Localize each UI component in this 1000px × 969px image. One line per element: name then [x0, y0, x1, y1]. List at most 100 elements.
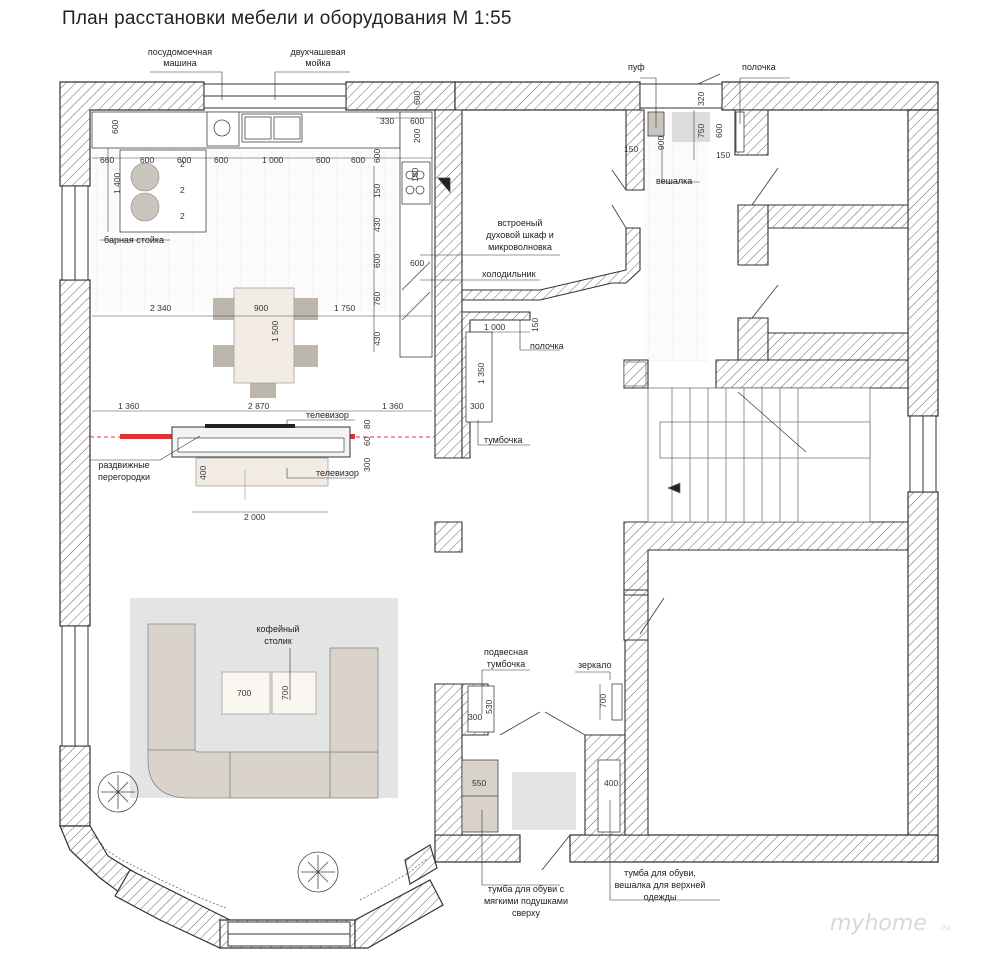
svg-text:1 360: 1 360: [382, 401, 404, 411]
label-shoe-hanger-1: тумба для обуви,: [624, 868, 696, 878]
svg-text:600: 600: [140, 155, 154, 165]
label-tv-2: телевизор: [316, 468, 359, 478]
label-mirror: зеркало: [578, 660, 612, 670]
svg-text:700: 700: [598, 694, 608, 708]
label-fridge: холодильник: [482, 269, 536, 279]
dimension-lines: [92, 110, 695, 720]
hall-tiles: [644, 112, 708, 362]
svg-text:760: 760: [372, 292, 382, 306]
hall-rug: [512, 772, 576, 830]
labels: посудомоечная машина двухчашевая мойка п…: [98, 47, 776, 918]
socket-mark: 2: [180, 159, 185, 169]
label-tv-1: телевизор: [306, 410, 349, 420]
label-oven-2: духовой шкаф и: [486, 230, 554, 240]
dimensions: 600 660 600 600 600 1 000 600 600 600 1 …: [100, 91, 730, 788]
svg-text:600: 600: [110, 120, 120, 134]
svg-text:600: 600: [372, 254, 382, 268]
svg-text:.ru: .ru: [938, 923, 950, 933]
svg-text:1 400: 1 400: [112, 172, 122, 194]
curtain: [359, 857, 429, 901]
svg-text:530: 530: [484, 700, 494, 714]
svg-text:1 360: 1 360: [118, 401, 140, 411]
label-sink-2: мойка: [305, 58, 330, 68]
label-partitions-1: раздвижные: [98, 460, 149, 470]
plant-icon: [97, 771, 139, 813]
coffee-table-2: [271, 671, 317, 715]
label-shoe-cushion-3: сверху: [512, 908, 541, 918]
label-shoe-hanger-2: вешалка для верхней: [615, 880, 706, 890]
label-dishwasher-2: машина: [163, 58, 196, 68]
svg-text:600: 600: [316, 155, 330, 165]
svg-text:400: 400: [604, 778, 618, 788]
svg-text:900: 900: [656, 136, 666, 150]
svg-text:1 750: 1 750: [334, 303, 356, 313]
label-shelf-mid: полочка: [530, 341, 564, 351]
label-dishwasher-1: посудомоечная: [148, 47, 212, 57]
svg-text:150: 150: [624, 144, 638, 154]
svg-text:600: 600: [214, 155, 228, 165]
svg-text:400: 400: [198, 466, 208, 480]
label-bar-counter: барная стойка: [104, 235, 164, 245]
doors: [499, 73, 779, 871]
leader-lines: [90, 71, 790, 901]
bar-stool: [130, 192, 160, 222]
label-cabinet: тумбочка: [484, 435, 523, 445]
svg-text:300: 300: [470, 401, 484, 411]
bar-counter: [119, 149, 207, 233]
svg-text:600: 600: [410, 116, 424, 126]
watermark-logo: myhome .ru: [830, 911, 950, 936]
svg-text:1 350: 1 350: [476, 362, 486, 384]
svg-text:150: 150: [530, 318, 540, 332]
curtain: [91, 834, 227, 909]
svg-text:1 000: 1 000: [484, 322, 506, 332]
svg-text:600: 600: [412, 91, 422, 105]
hall-furniture: [461, 111, 745, 833]
svg-text:430: 430: [372, 332, 382, 346]
plant-icon: [297, 851, 339, 893]
inner-walls: [434, 109, 909, 836]
svg-text:750: 750: [696, 124, 706, 138]
staircase: [623, 361, 871, 523]
svg-text:2 000: 2 000: [244, 512, 266, 522]
svg-text:550: 550: [472, 778, 486, 788]
svg-text:600: 600: [177, 155, 191, 165]
label-shoe-hanger-3: одежды: [644, 892, 677, 902]
svg-text:300: 300: [468, 712, 482, 722]
label-shoe-cushion-2: мягкими подушками: [484, 896, 568, 906]
svg-text:600: 600: [714, 124, 724, 138]
svg-text:600: 600: [351, 155, 365, 165]
socket-mark: 2: [180, 185, 185, 195]
label-partitions-2: перегородки: [98, 472, 150, 482]
svg-text:700: 700: [237, 688, 251, 698]
dining-table: [213, 287, 318, 398]
svg-text:660: 660: [100, 155, 114, 165]
svg-text:150: 150: [372, 184, 382, 198]
svg-text:150: 150: [716, 150, 730, 160]
svg-text:320: 320: [696, 92, 706, 106]
svg-text:2 870: 2 870: [248, 401, 270, 411]
label-pouf: пуф: [628, 62, 645, 72]
socket-mark: 2: [180, 211, 185, 221]
label-hanging-cabinet-2: тумбочка: [487, 659, 526, 669]
svg-text:600: 600: [410, 258, 424, 268]
svg-text:myhome: myhome: [830, 911, 927, 936]
svg-text:600: 600: [372, 149, 382, 163]
svg-text:330: 330: [380, 116, 394, 126]
svg-text:200: 200: [412, 129, 422, 143]
kitchen-counter: [91, 111, 451, 358]
svg-text:80: 80: [362, 419, 372, 429]
svg-text:300: 300: [362, 458, 372, 472]
bar-stool: [130, 162, 160, 192]
page-title: План расстановки мебели и оборудования М…: [62, 8, 512, 29]
svg-text:700: 700: [280, 686, 290, 700]
svg-text:1 500: 1 500: [270, 320, 280, 342]
svg-text:430: 430: [372, 218, 382, 232]
svg-text:60: 60: [362, 436, 372, 446]
corner-sofa: [147, 623, 379, 799]
label-oven-1: встроеный: [498, 218, 543, 228]
pouf-area: [672, 112, 710, 142]
label-hanging-cabinet-1: подвесная: [484, 647, 528, 657]
svg-text:150: 150: [410, 168, 420, 182]
label-sink-1: двухчашевая: [290, 47, 345, 57]
